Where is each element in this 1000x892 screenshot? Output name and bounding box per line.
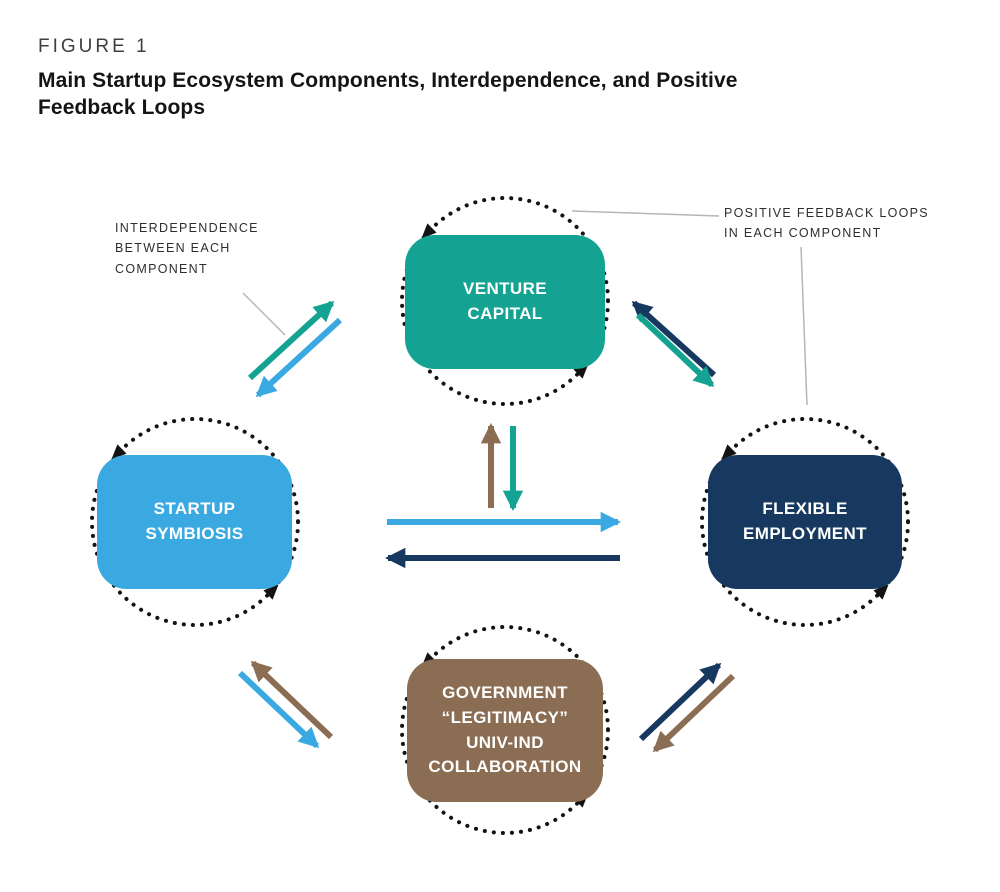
figure-header: FIGURE 1 Main Startup Ecosystem Componen… [38, 36, 738, 122]
node-government-label-line-1: GOVERNMENT [442, 683, 568, 703]
node-government-label-line-3: UNIV-IND [466, 732, 544, 752]
leader-line-interdependence [242, 292, 286, 336]
figure-label: FIGURE 1 [38, 36, 150, 57]
loop-arrowhead-icon [111, 444, 127, 460]
arrow-gov-to-fe-icon [638, 662, 722, 742]
node-venture-capital-label-line-1: VENTURE [462, 279, 548, 299]
annotation-interdependence-line-2: BETWEEN EACH [115, 241, 231, 256]
annotation-interdependence-line-1: INTERDEPENDENCE [115, 221, 259, 235]
node-venture-capital-label-line-2: CAPITAL [467, 304, 543, 323]
node-startup-symbiosis: STARTUP SYMBIOSIS [97, 455, 292, 589]
loop-arrowhead-icon [873, 584, 889, 600]
feedback-loop-startup-symbiosis [90, 417, 300, 627]
arrow-ss-to-vc-icon [247, 300, 335, 381]
leader-line-feedback-fe [800, 246, 808, 406]
node-venture-capital: VENTURE CAPITAL [405, 235, 605, 369]
node-government-label-line-2: “LEGITIMACY” [441, 707, 569, 727]
arrow-fe-to-vc-icon [631, 300, 717, 378]
node-government: GOVERNMENT “LEGITIMACY” UNIV-IND COLLABO… [407, 659, 603, 802]
annotation-interdependence-line-3: COMPONENT [115, 261, 208, 276]
annotation-feedback-line-1: POSITIVE FEEDBACK LOOPS [724, 206, 929, 220]
arrow-ss-to-gov-icon [237, 670, 320, 749]
node-flexible-employment-label-line-1: FLEXIBLE [762, 499, 848, 519]
feedback-loop-flexible-employment [700, 417, 910, 627]
loop-arrowhead-icon [421, 223, 437, 239]
feedback-loop-circles [90, 196, 910, 835]
loop-arrowhead-icon [263, 584, 279, 600]
annotation-interdependence: INTERDEPENDENCE BETWEEN EACH COMPONENT [115, 218, 259, 279]
arrow-vc-to-ss-icon [255, 317, 343, 398]
annotation-feedback-loops: POSITIVE FEEDBACK LOOPS IN EACH COMPONEN… [724, 203, 929, 244]
leader-line-feedback-vc [571, 210, 720, 217]
feedback-loop-government [400, 625, 610, 835]
arrow-vc-to-fe-icon [635, 312, 715, 388]
interdependence-arrows [237, 300, 736, 753]
node-flexible-employment-label-line-2: EMPLOYMENT [743, 524, 867, 543]
node-government-label-line-4: COLLABORATION [428, 757, 582, 777]
arrow-gov-to-ss-icon [250, 660, 334, 740]
node-startup-symbiosis-label-line-1: STARTUP [153, 499, 236, 519]
node-startup-symbiosis-label-line-2: SYMBIOSIS [145, 524, 244, 543]
figure-title-line-1: Main Startup Ecosystem Components, Inter… [38, 69, 738, 92]
arrow-fe-to-gov-icon [652, 673, 736, 753]
annotation-leader-lines [242, 210, 808, 406]
loop-arrowhead-icon [721, 444, 737, 460]
annotation-feedback-line-2: IN EACH COMPONENT [724, 226, 882, 241]
figure-title-line-2: Feedback Loops [38, 96, 206, 120]
figure-title: Main Startup Ecosystem Components, Inter… [38, 67, 738, 122]
feedback-loop-venture-capital [400, 196, 610, 406]
node-flexible-employment: FLEXIBLE EMPLOYMENT [708, 455, 902, 589]
